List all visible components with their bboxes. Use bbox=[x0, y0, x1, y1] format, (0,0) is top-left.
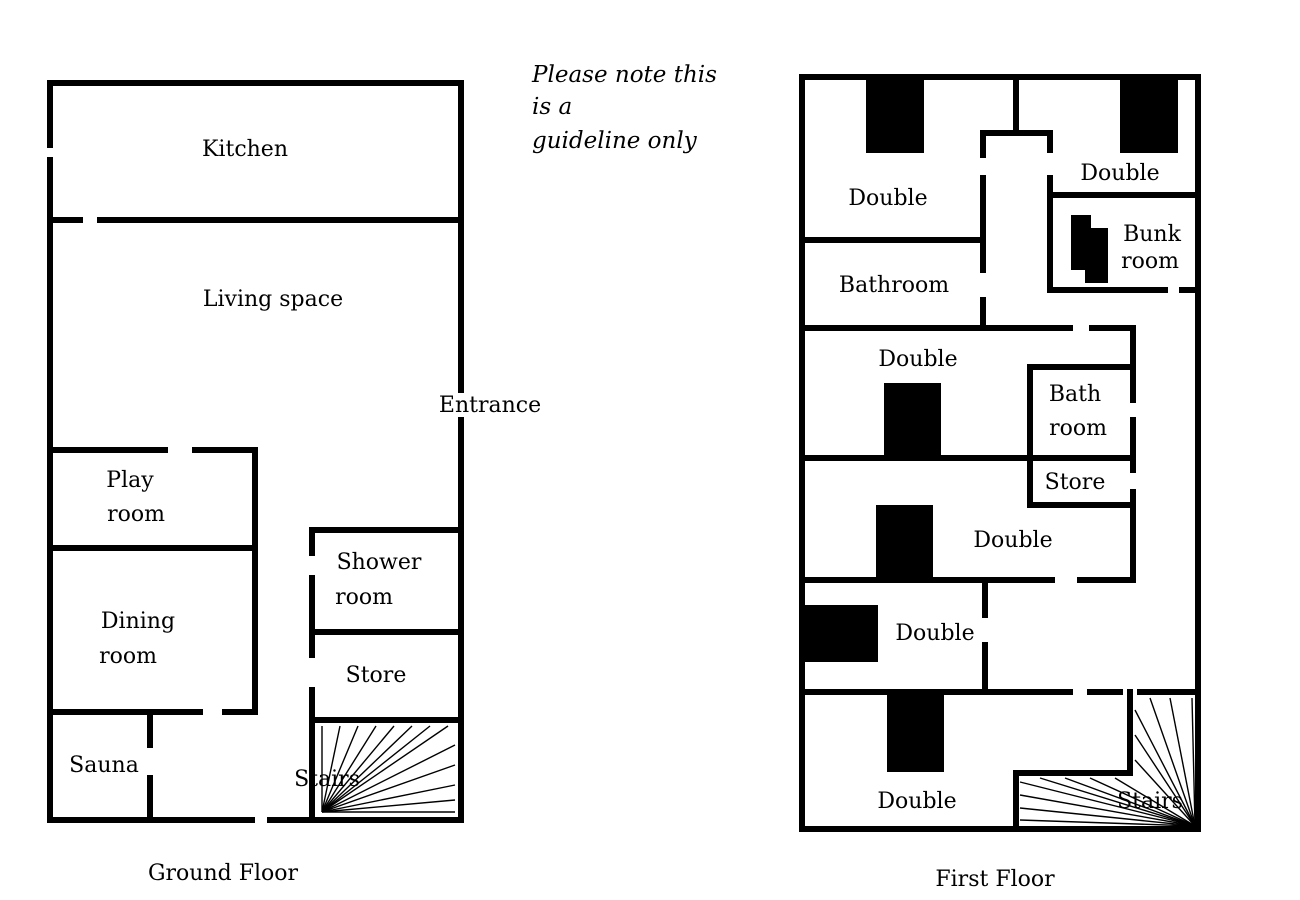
kitchen-label: Kitchen bbox=[202, 137, 288, 162]
ground-outer-wall bbox=[47, 80, 464, 823]
bed-icon bbox=[884, 383, 941, 458]
guideline-note: Please note this is a guideline only bbox=[531, 62, 717, 154]
ground-stairs-fan bbox=[321, 725, 456, 813]
dining-room-label-2: room bbox=[99, 644, 157, 669]
sauna-label: Sauna bbox=[69, 753, 139, 778]
bed-icon bbox=[802, 605, 878, 662]
shower-room-label-1: Shower bbox=[337, 550, 422, 575]
bed-icon bbox=[887, 695, 944, 772]
bed-icon bbox=[876, 505, 933, 580]
bunk-room-label-1: Bunk bbox=[1123, 222, 1182, 247]
store-label: Store bbox=[346, 663, 407, 688]
play-room-label-2: room bbox=[107, 502, 165, 527]
play-room-label-1: Play bbox=[106, 468, 154, 493]
bunk-bed-icon bbox=[1085, 228, 1108, 283]
double-lower-label: Double bbox=[895, 621, 974, 646]
shower-room-label-2: room bbox=[335, 585, 393, 610]
ground-stairs-label: Stairs bbox=[294, 767, 360, 792]
entrance-label: Entrance bbox=[439, 393, 541, 418]
double-center-label: Double bbox=[973, 528, 1052, 553]
first-floor-caption: First Floor bbox=[935, 867, 1055, 892]
note-line-1: Please note this bbox=[531, 62, 717, 88]
bunk-room-label-2: room bbox=[1121, 249, 1179, 274]
first-stairs-label: Stairs bbox=[1117, 789, 1183, 814]
dining-room-label-1: Dining bbox=[101, 609, 175, 634]
first-floor-plan: Double Double Bunk room Bathroom Double … bbox=[799, 74, 1201, 892]
ground-floor-caption: Ground Floor bbox=[148, 861, 299, 886]
double-mid-label: Double bbox=[878, 347, 957, 372]
bathroom-label: Bathroom bbox=[839, 273, 949, 298]
double-top-right-label: Double bbox=[1080, 161, 1159, 186]
bed-icon bbox=[866, 80, 924, 153]
ground-floor-plan: Kitchen Living space Entrance Play room … bbox=[47, 80, 541, 886]
store-label-first: Store bbox=[1045, 470, 1106, 495]
first-stairs-fan bbox=[1019, 697, 1196, 827]
double-bottom-label: Double bbox=[877, 789, 956, 814]
living-space-label: Living space bbox=[203, 287, 343, 312]
note-line-3: guideline only bbox=[532, 128, 698, 154]
bath-room-label-1: Bath bbox=[1049, 382, 1101, 407]
double-top-left-label: Double bbox=[848, 186, 927, 211]
bed-icon bbox=[1120, 80, 1178, 153]
note-line-2: is a bbox=[532, 94, 572, 120]
bath-room-label-2: room bbox=[1049, 416, 1107, 441]
first-outer-wall bbox=[799, 74, 1201, 832]
